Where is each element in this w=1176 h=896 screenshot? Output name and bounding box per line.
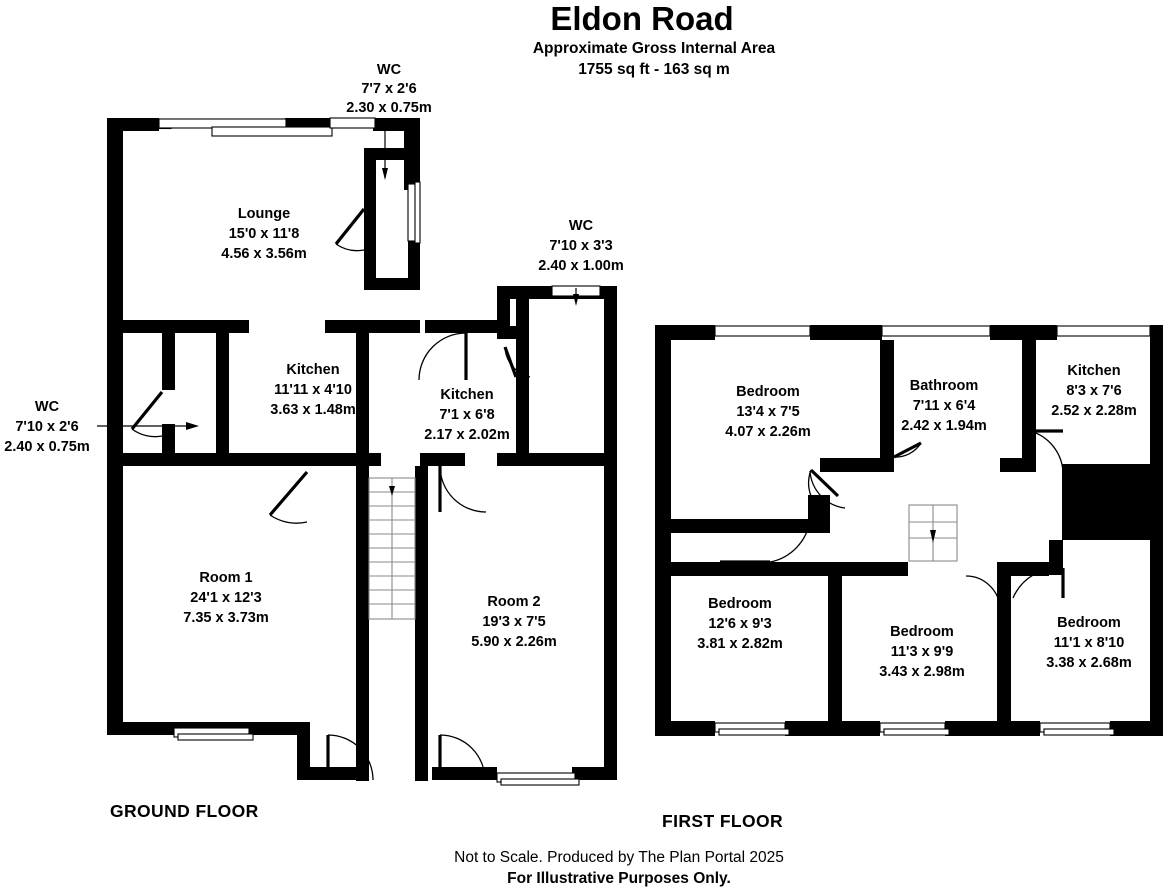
- window-first-top-right: [1056, 325, 1151, 337]
- first-bottom-windows: [714, 722, 1115, 736]
- svg-text:Bathroom: Bathroom: [910, 378, 978, 394]
- svg-text:3.38 x 2.68m: 3.38 x 2.68m: [1046, 655, 1131, 671]
- svg-text:12'6 x 9'3: 12'6 x 9'3: [708, 616, 771, 632]
- window-bay-lower: [211, 126, 333, 137]
- svg-text:Bedroom: Bedroom: [736, 384, 800, 400]
- svg-text:2.40 x 1.00m: 2.40 x 1.00m: [538, 258, 623, 274]
- header-subtitle-area: Approximate Gross Internal Area: [533, 40, 776, 57]
- svg-text:7'10 x 2'6: 7'10 x 2'6: [15, 419, 78, 435]
- room-label-lounge: Lounge 15'0 x 11'8 4.56 x 3.56m: [221, 206, 306, 262]
- room-label-room1: Room 1 24'1 x 12'3 7.35 x 3.73m: [183, 570, 268, 626]
- room-label-wc-left: WC 7'10 x 2'6 2.40 x 0.75m: [4, 399, 199, 455]
- svg-text:7'1 x 6'8: 7'1 x 6'8: [439, 407, 494, 423]
- svg-text:Kitchen: Kitchen: [440, 387, 493, 403]
- room-label-bedroom-4: Bedroom 11'1 x 8'10 3.38 x 2.68m: [1046, 615, 1131, 671]
- room-label-bedroom-3: Bedroom 11'3 x 9'9 3.43 x 2.98m: [879, 624, 964, 680]
- svg-text:Lounge: Lounge: [238, 206, 290, 222]
- svg-text:24'1 x 12'3: 24'1 x 12'3: [190, 590, 261, 606]
- room-label-bedroom-1: Bedroom 13'4 x 7'5 4.07 x 2.26m: [725, 384, 810, 440]
- svg-text:11'11 x 4'10: 11'11 x 4'10: [274, 382, 352, 398]
- first-doors: [720, 429, 1065, 611]
- svg-text:7.35 x 3.73m: 7.35 x 3.73m: [183, 610, 268, 626]
- window-wc-top: [329, 117, 376, 129]
- svg-text:Kitchen: Kitchen: [1067, 363, 1120, 379]
- room-label-kitchen-first: Kitchen 8'3 x 7'6 2.52 x 2.28m: [1051, 363, 1136, 419]
- svg-text:Bedroom: Bedroom: [708, 596, 772, 612]
- svg-text:4.56 x 3.56m: 4.56 x 3.56m: [221, 246, 306, 262]
- svg-text:8'3 x 7'6: 8'3 x 7'6: [1066, 383, 1121, 399]
- ground-staircase: [368, 477, 416, 620]
- svg-text:7'11 x 6'4: 7'11 x 6'4: [913, 398, 976, 414]
- svg-text:7'10 x 3'3: 7'10 x 3'3: [549, 238, 612, 254]
- svg-text:2.42 x 1.94m: 2.42 x 1.94m: [901, 418, 986, 434]
- first-floor-label: FIRST FLOOR: [662, 811, 783, 831]
- svg-text:3.81 x 2.82m: 3.81 x 2.82m: [697, 636, 782, 652]
- svg-text:WC: WC: [569, 218, 594, 234]
- svg-text:2.40 x 0.75m: 2.40 x 0.75m: [4, 439, 89, 455]
- ground-room-labels: WC 7'7 x 2'6 2.30 x 0.75m Lounge 15'0 x …: [4, 62, 623, 650]
- first-floor-plan: Bedroom 13'4 x 7'5 4.07 x 2.26m Bathroom…: [655, 325, 1163, 831]
- svg-text:5.90 x 2.26m: 5.90 x 2.26m: [471, 634, 556, 650]
- ground-other-windows: [173, 181, 601, 786]
- header-subtitle-size: 1755 sq ft - 163 sq m: [578, 61, 730, 78]
- svg-text:19'3 x 7'5: 19'3 x 7'5: [482, 614, 545, 630]
- room-label-room2: Room 2 19'3 x 7'5 5.90 x 2.26m: [471, 594, 556, 650]
- room-label-bathroom: Bathroom 7'11 x 6'4 2.42 x 1.94m: [901, 378, 986, 434]
- first-room-labels: Bedroom 13'4 x 7'5 4.07 x 2.26m Bathroom…: [697, 363, 1136, 680]
- ground-internal-walls: [107, 148, 617, 781]
- svg-text:15'0 x 11'8: 15'0 x 11'8: [229, 226, 300, 242]
- svg-text:4.07 x 2.26m: 4.07 x 2.26m: [725, 424, 810, 440]
- ground-top-windows: [158, 117, 376, 137]
- svg-text:WC: WC: [35, 399, 60, 415]
- footer-illustrative: For Illustrative Purposes Only.: [507, 870, 731, 887]
- svg-text:7'7 x 2'6: 7'7 x 2'6: [361, 81, 416, 97]
- svg-text:3.43 x 2.98m: 3.43 x 2.98m: [879, 664, 964, 680]
- footer-disclaimer: Not to Scale. Produced by The Plan Porta…: [454, 849, 784, 866]
- svg-text:Room 2: Room 2: [487, 594, 540, 610]
- svg-text:Bedroom: Bedroom: [1057, 615, 1121, 631]
- room-label-kitchen-right: Kitchen 7'1 x 6'8 2.17 x 2.02m: [424, 387, 509, 443]
- room-label-kitchen-left: Kitchen 11'11 x 4'10 3.63 x 1.48m: [270, 362, 355, 418]
- svg-text:Room 1: Room 1: [199, 570, 252, 586]
- svg-text:WC: WC: [377, 62, 402, 78]
- svg-text:2.52 x 2.28m: 2.52 x 2.28m: [1051, 403, 1136, 419]
- svg-text:2.17 x 2.02m: 2.17 x 2.02m: [424, 427, 509, 443]
- svg-text:13'4 x 7'5: 13'4 x 7'5: [736, 404, 799, 420]
- first-floor-solid-area: [1062, 464, 1163, 540]
- svg-text:2.30 x 0.75m: 2.30 x 0.75m: [346, 100, 431, 116]
- first-top-windows: [714, 325, 1151, 337]
- svg-text:3.63 x 1.48m: 3.63 x 1.48m: [270, 402, 355, 418]
- room-label-wc-right: WC 7'10 x 3'3 2.40 x 1.00m: [538, 218, 624, 306]
- footer: Not to Scale. Produced by The Plan Porta…: [454, 849, 784, 887]
- window-first-top-mid: [881, 325, 991, 337]
- room-label-wc-top: WC 7'7 x 2'6 2.30 x 0.75m: [346, 62, 432, 180]
- svg-text:Kitchen: Kitchen: [286, 362, 339, 378]
- room-label-bedroom-2: Bedroom 12'6 x 9'3 3.81 x 2.82m: [697, 596, 782, 652]
- page-title: Eldon Road: [550, 0, 733, 37]
- svg-text:11'3 x 9'9: 11'3 x 9'9: [891, 644, 954, 660]
- ground-floor-label: GROUND FLOOR: [110, 801, 259, 821]
- ground-doors: [130, 208, 531, 781]
- svg-text:11'1 x 8'10: 11'1 x 8'10: [1054, 635, 1125, 651]
- svg-text:Bedroom: Bedroom: [890, 624, 954, 640]
- ground-floor-plan: WC 7'7 x 2'6 2.30 x 0.75m Lounge 15'0 x …: [4, 62, 623, 821]
- header: Eldon Road Approximate Gross Internal Ar…: [533, 0, 776, 78]
- window-first-top-left: [714, 325, 811, 337]
- first-staircase: [908, 504, 958, 562]
